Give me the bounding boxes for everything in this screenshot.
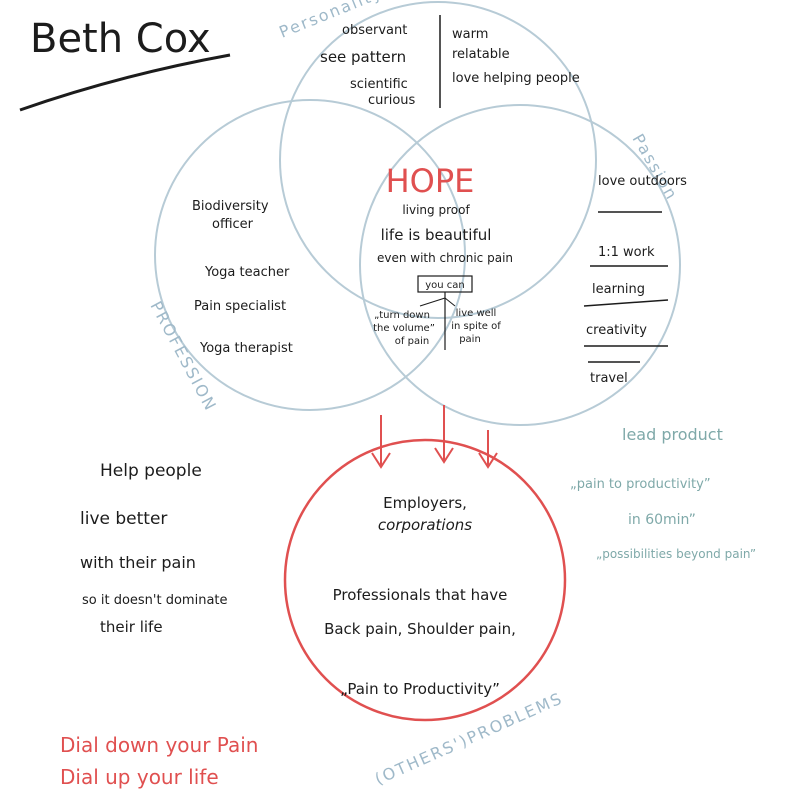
passion-item-1a: love outdoors — [598, 174, 687, 189]
personality-left-3: scientific — [350, 77, 408, 92]
passion-underline-3 — [583, 299, 669, 307]
personality-right-3: love helping people — [452, 71, 580, 86]
passion-circle — [359, 104, 681, 426]
profession-item-5: Yoga therapist — [199, 341, 293, 356]
center-left-2: the volume” — [373, 323, 435, 334]
personality-circle — [279, 1, 597, 319]
passion-item-4: creativity — [586, 323, 647, 338]
mission-line-4: so it doesn't dominate — [82, 593, 228, 608]
mission-line-1: Help people — [100, 461, 202, 481]
arrow-1 — [371, 415, 391, 469]
center-left-1: „turn down — [374, 310, 430, 321]
center-right-2: in spite of — [451, 321, 501, 332]
problems-line-4: Back pain, Shoulder pain, — [324, 620, 516, 638]
personality-right-1: warm — [452, 27, 488, 42]
mission-line-2: live better — [80, 509, 167, 529]
profession-label: PROFESSION — [146, 298, 220, 415]
mission-line-5: their life — [100, 618, 163, 636]
problems-line-2: corporations — [378, 516, 472, 534]
center-right-1: live well — [456, 308, 497, 319]
name-title: Beth Cox — [30, 16, 211, 62]
passion-item-5: travel — [590, 371, 628, 386]
profession-item-4: Pain specialist — [194, 299, 286, 314]
problems-label: (OTHERS')PROBLEMS — [372, 688, 566, 788]
personality-left-2: see pattern — [320, 48, 406, 66]
mission-line-3: with their pain — [80, 553, 196, 572]
arrow-3 — [478, 430, 498, 469]
name-underline — [19, 53, 231, 112]
center-arrow-right — [444, 297, 456, 307]
personality-left-1: observant — [342, 23, 407, 38]
profession-circle — [154, 99, 466, 411]
center-line-3: even with chronic pain — [377, 251, 513, 265]
product-line-1: lead product — [622, 425, 723, 444]
center-title: HOPE — [386, 162, 475, 200]
problems-line-5: „Pain to Productivity” — [340, 680, 500, 698]
problems-line-3: Professionals that have — [333, 586, 508, 604]
tagline-line-2: Dial up your life — [60, 765, 219, 789]
product-line-3: in 60min” — [628, 512, 696, 528]
tagline-line-1: Dial down your Pain — [60, 733, 258, 757]
passion-item-1: love outdoors — [598, 174, 687, 189]
problems-circle — [283, 438, 567, 722]
center-left-3: of pain — [395, 336, 429, 347]
product-line-2: „pain to productivity” — [570, 477, 711, 492]
passion-item-2: 1:1 work — [598, 245, 655, 260]
red-arrows — [371, 405, 498, 469]
product-line-4: „possibilities beyond pain” — [596, 547, 756, 561]
personality-right-2: relatable — [452, 47, 510, 62]
arrow-2 — [434, 405, 454, 464]
center-arrow-left — [419, 297, 446, 307]
center-line-2: life is beautiful — [381, 226, 492, 244]
profession-item-1: Biodiversity — [192, 199, 269, 214]
center-box-label: you can — [425, 280, 465, 291]
problems-line-1: Employers, — [383, 494, 467, 512]
center-line-1: living proof — [402, 203, 470, 217]
profession-item-3: Yoga teacher — [204, 265, 290, 280]
passion-label: Passion — [629, 131, 682, 204]
center-right-3: pain — [459, 334, 481, 345]
passion-item-3: learning — [592, 282, 645, 297]
profession-item-2: officer — [212, 217, 254, 232]
personality-left-4: curious — [368, 93, 416, 108]
